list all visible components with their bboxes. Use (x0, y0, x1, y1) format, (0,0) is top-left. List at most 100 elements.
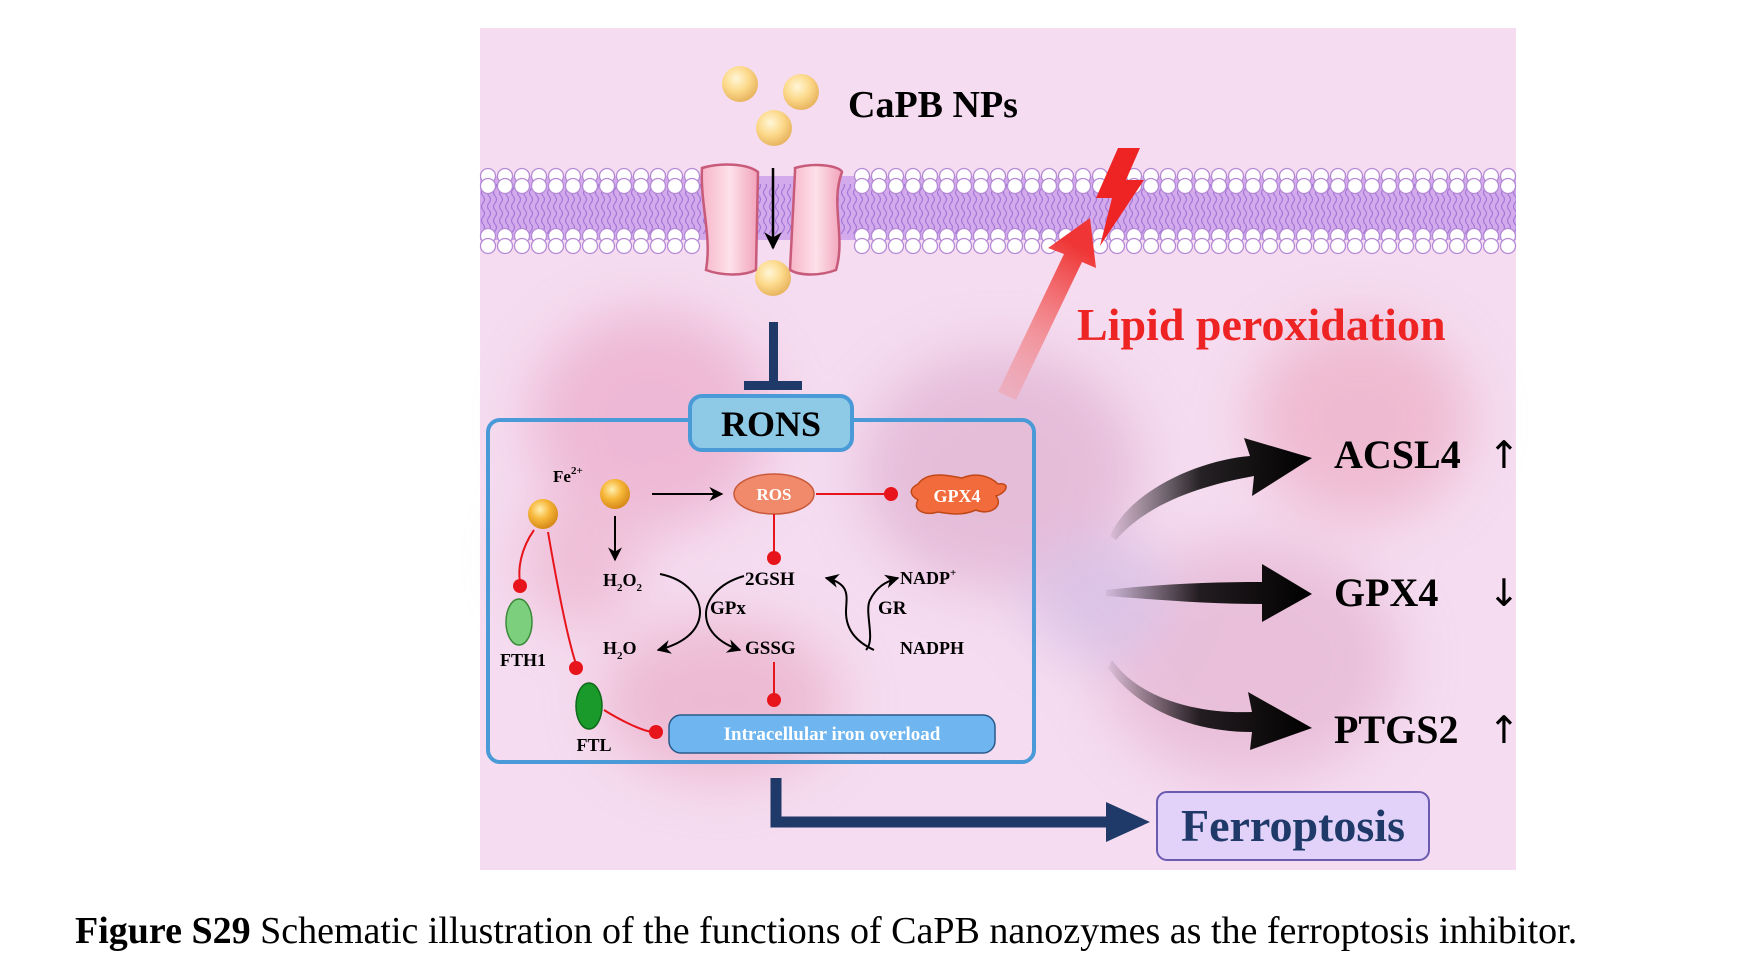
gpx4-arrow (1106, 564, 1312, 622)
lipid-head (598, 237, 616, 255)
lipid-head (1176, 237, 1194, 255)
ferroptosis-arrow (770, 778, 1112, 828)
membrane-channel (700, 163, 844, 276)
acsl4-arrow (1110, 438, 1312, 540)
lipid-head (904, 177, 922, 195)
lipid-head (1261, 237, 1279, 255)
lipid-head (887, 237, 905, 255)
lipid-peroxidation-arrow (998, 218, 1096, 400)
fe-inhibits-fth1 (518, 529, 535, 583)
fth1-protein (505, 598, 533, 646)
lipid-head (1363, 237, 1381, 255)
fe-inhibits-ftl (547, 531, 577, 665)
ftl-inhibits-iron (603, 709, 653, 733)
lipid-head (1210, 237, 1228, 255)
caption-text: Schematic illustration of the functions … (250, 910, 1578, 952)
lipid-head (887, 177, 905, 195)
lipid-head (547, 177, 565, 195)
fe-ion-sphere-left (528, 499, 558, 529)
nadp-label: NADP+ (900, 567, 956, 588)
inhibit-dot (884, 487, 898, 501)
ftl-protein (575, 682, 603, 730)
gpx4-label: GPX4 (1334, 570, 1438, 615)
lipid-head (989, 237, 1007, 255)
gpx-cycle-arrow-left (656, 573, 702, 654)
lipid-heads-bottom (479, 227, 1517, 255)
lipid-head (1227, 237, 1245, 255)
gpx4-blob-label: GPX4 (934, 486, 981, 506)
inhibit-dot (767, 693, 781, 707)
lipid-head (989, 177, 1007, 195)
lipid-head (615, 237, 633, 255)
capb-nps-label: CaPB NPs (848, 84, 1018, 126)
lipid-head (1465, 237, 1483, 255)
lipid-head (1414, 237, 1432, 255)
lipid-heads-top (479, 167, 1517, 195)
gpx-label: GPx (710, 598, 746, 619)
lipid-head (649, 177, 667, 195)
ros-label: ROS (757, 485, 792, 504)
h2o2-label: H2O2 (603, 570, 643, 594)
lipid-head (955, 177, 973, 195)
lipid-head (1499, 237, 1517, 255)
lipid-head (1040, 177, 1058, 195)
lipid-head (853, 237, 871, 255)
ferroptosis-box (1156, 791, 1430, 861)
lipid-head (632, 177, 650, 195)
lipid-head (1431, 237, 1449, 255)
lipid-head (1057, 177, 1075, 195)
gssg-label: GSSG (745, 638, 796, 659)
lipid-head (1108, 237, 1126, 255)
ftl-label: FTL (576, 735, 611, 755)
lipid-head (1159, 237, 1177, 255)
lipid-head (496, 177, 514, 195)
inhibit-dot (649, 725, 663, 739)
lipid-head (938, 237, 956, 255)
lipid-head (1329, 237, 1347, 255)
inhibit-dot (767, 551, 781, 565)
lipid-head (598, 177, 616, 195)
acsl4-up-arrow: ↑ (1488, 433, 1520, 477)
lipid-head (513, 177, 531, 195)
iron-overload-label: Intracellular iron overload (724, 724, 941, 745)
lipid-head (1244, 177, 1262, 195)
lipid-head (1499, 177, 1517, 195)
gr-cycle-arrow-left (824, 574, 875, 651)
lipid-head (1346, 177, 1364, 195)
lipid-head (479, 237, 497, 255)
lipid-head (564, 177, 582, 195)
lipid-head (1312, 237, 1330, 255)
gpx4-enzyme-shape (910, 474, 1007, 515)
lipid-head (1465, 177, 1483, 195)
lipid-head (1312, 177, 1330, 195)
lipid-head (649, 237, 667, 255)
lipid-head (1006, 177, 1024, 195)
ferroptosis-label: Ferroptosis (1181, 800, 1405, 851)
lipid-head (1363, 177, 1381, 195)
inhibit-dot (569, 661, 583, 675)
lipid-head (1023, 177, 1041, 195)
lipid-head (632, 237, 650, 255)
lipid-head (1193, 237, 1211, 255)
gr-label: GR (878, 598, 907, 619)
lipid-head (615, 177, 633, 195)
lipid-head (581, 237, 599, 255)
lipid-head (938, 177, 956, 195)
gr-cycle-arrow-right (865, 574, 900, 651)
lipid-head (1397, 237, 1415, 255)
lipid-head (921, 177, 939, 195)
inhibition-bar (744, 322, 802, 390)
lipid-head (547, 237, 565, 255)
lipid-head (683, 237, 701, 255)
lipid-head (1193, 177, 1211, 195)
lipid-peroxidation-label: Lipid peroxidation (1077, 299, 1446, 350)
lipid-head (955, 237, 973, 255)
ptgs2-arrow (1108, 660, 1312, 750)
iron-overload-box (668, 714, 996, 754)
lipid-head (870, 237, 888, 255)
lipid-head (1295, 237, 1313, 255)
lipid-head (1482, 177, 1500, 195)
lipid-head (1074, 177, 1092, 195)
lipid-head (1278, 237, 1296, 255)
